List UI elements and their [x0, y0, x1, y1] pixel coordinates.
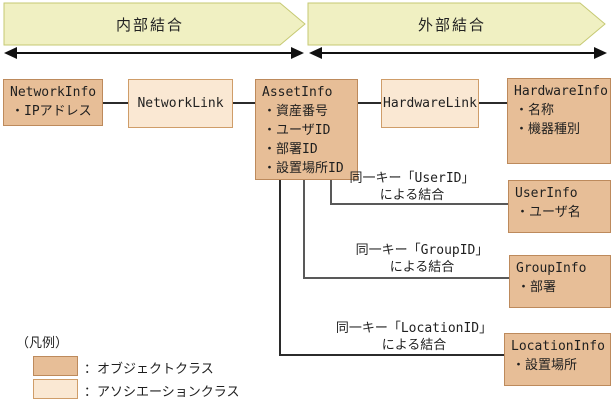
location-info-title: LocationInfo [511, 339, 605, 354]
network-info-attr: ・IPアドレス [11, 104, 92, 119]
location-info-attr: ・設置場所 [512, 358, 578, 373]
hardware-info-box: HardwareInfo ・名称 ・機器種別 [507, 78, 611, 164]
group-join-label-line2: による結合 [389, 259, 455, 275]
hardware-info-attr: ・名称 [515, 103, 555, 118]
user-info-title: UserInfo [515, 186, 578, 201]
legend-object-class-label: ：オブジェクトクラス [84, 362, 214, 377]
network-info-title: NetworkInfo [10, 85, 97, 100]
location-join-label: 同一キー「LocationID」 による結合 [330, 321, 498, 354]
user-join-label: 同一キー「UserID」 による結合 [337, 171, 487, 204]
group-info-box: GroupInfo ・部署 [509, 255, 611, 308]
legend-title: （凡例） [16, 336, 69, 351]
hardware-info-attr: ・機器種別 [515, 122, 581, 137]
user-join-label-line2: による結合 [379, 187, 445, 203]
legend-object-class-swatch [33, 356, 78, 376]
asset-info-attr: ・ユーザID [263, 123, 331, 138]
location-info-box: LocationInfo ・設置場所 [504, 333, 611, 386]
connector-assetinfo-locationinfo [279, 179, 505, 356]
asset-info-attr: ・設置場所ID [263, 161, 344, 176]
inner-join-banner-shape [3, 2, 306, 46]
asset-info-attr: ・資産番号 [263, 104, 329, 119]
asset-info-box: AssetInfo ・資産番号 ・ユーザID ・部署ID ・設置場所ID [255, 79, 358, 180]
location-join-label-line1: 同一キー「LocationID」 [335, 321, 493, 336]
outer-join-banner-label: 外部結合 [417, 15, 486, 34]
location-join-label-line2: による結合 [381, 337, 447, 353]
arrowhead-right-icon [594, 47, 607, 59]
inner-join-banner-label: 内部結合 [115, 15, 184, 34]
legend-association-class-label: ：アソシエーションクラス [84, 385, 240, 400]
group-info-title: GroupInfo [516, 261, 587, 276]
connector-assetinfo-userinfo [330, 179, 509, 205]
network-link-title: NetworkLink [137, 96, 224, 111]
hardware-info-title: HardwareInfo [514, 84, 608, 99]
group-join-label: 同一キー「GroupID」 による結合 [347, 243, 497, 276]
user-info-attr: ・ユーザ名 [516, 205, 581, 220]
user-join-label-line1: 同一キー「UserID」 [349, 171, 475, 186]
network-link-box: NetworkLink [128, 79, 233, 128]
hardware-link-title: HardwareLink [383, 96, 477, 111]
group-join-label-line1: 同一キー「GroupID」 [355, 243, 489, 258]
outer-join-banner-shape [307, 2, 606, 46]
network-info-box: NetworkInfo ・IPアドレス [3, 79, 103, 126]
legend-association-class-swatch [33, 379, 78, 399]
connector-assetinfo-groupinfo [303, 179, 510, 279]
asset-info-attr: ・部署ID [263, 142, 318, 157]
hardware-link-box: HardwareLink [381, 79, 479, 128]
user-info-box: UserInfo ・ユーザ名 [508, 180, 611, 233]
arrowhead-left-icon [309, 47, 322, 59]
arrowhead-right-icon [291, 47, 304, 59]
inner-join-range-arrow [4, 47, 304, 59]
group-info-attr: ・部署 [517, 280, 557, 295]
arrowhead-left-icon [4, 47, 17, 59]
asset-info-title: AssetInfo [262, 85, 333, 100]
outer-join-range-arrow [309, 47, 607, 59]
